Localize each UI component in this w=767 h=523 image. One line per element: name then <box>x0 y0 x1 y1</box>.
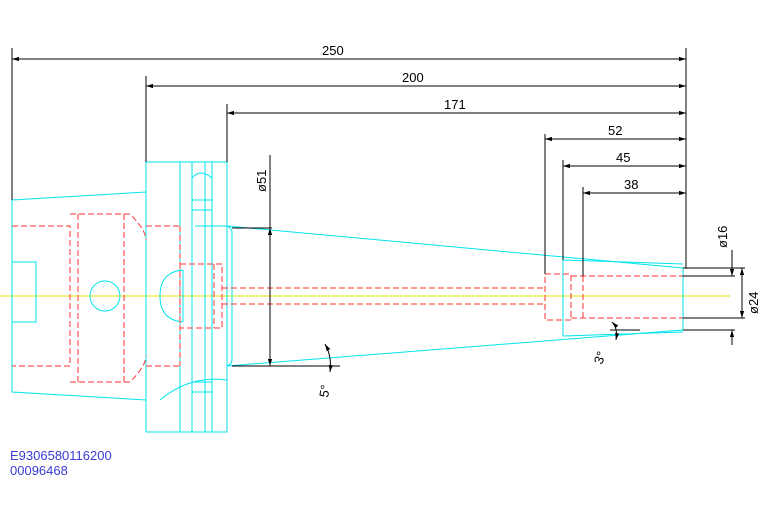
hidden-lines <box>12 213 683 383</box>
dim-text-38: 38 <box>624 177 638 192</box>
dimension-lines <box>11 48 745 373</box>
angle-arc-5 <box>324 343 333 373</box>
dim-text-45: 45 <box>616 150 630 165</box>
dim-text-171: 171 <box>444 97 466 112</box>
dim-text-250: 250 <box>322 43 344 58</box>
dim-text-d51: ø51 <box>254 170 269 192</box>
dim-text-d16: ø16 <box>715 226 730 248</box>
part-code-1: E9306580116200 <box>10 448 112 463</box>
dim-text-d24: ø24 <box>746 292 761 314</box>
dim-text-angle-5: 5° <box>316 384 333 399</box>
part-code-2: 00096468 <box>10 463 68 478</box>
dim-text-52: 52 <box>608 123 622 138</box>
angle-arc-3 <box>611 321 620 341</box>
dim-text-200: 200 <box>402 70 424 85</box>
dim-text-angle-3: 3° <box>591 349 609 366</box>
tool-holder-outline <box>11 161 684 433</box>
